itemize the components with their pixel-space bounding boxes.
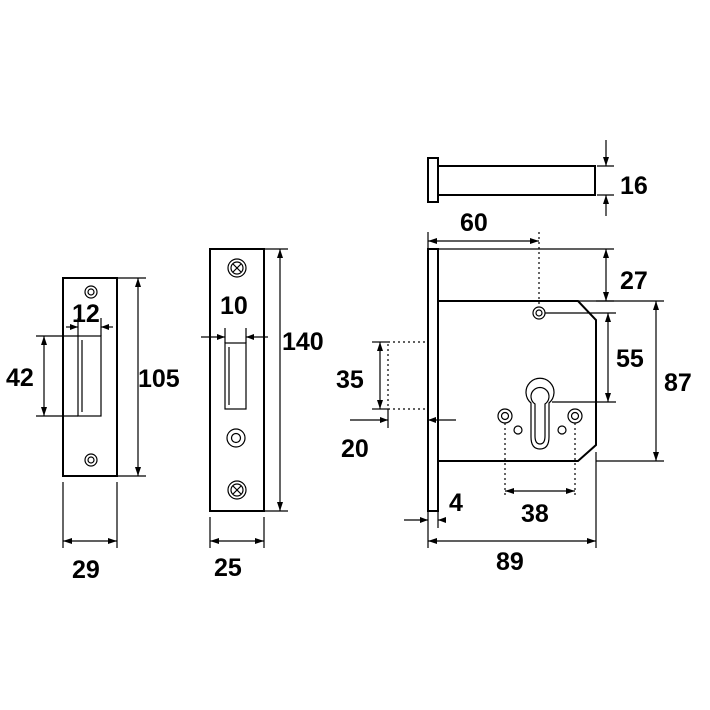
dim-4-label: 4 (449, 489, 463, 517)
dim-38-line (504, 423, 576, 497)
dim-42-label: 42 (6, 364, 34, 392)
dim-42-line (36, 335, 78, 417)
dim-35-line (372, 341, 388, 410)
forend-plate (209, 248, 265, 512)
dim-55-line (545, 312, 616, 403)
dim-20-label: 20 (341, 435, 369, 463)
dim-16-line (597, 140, 614, 216)
dim-29-line (62, 482, 118, 548)
dim-20-line (350, 409, 456, 428)
dim-60-label: 60 (460, 209, 488, 237)
dim-12-label: 12 (72, 300, 100, 328)
dim-27-label: 27 (620, 267, 648, 295)
spindle-pin (427, 157, 596, 203)
lock-body (387, 248, 597, 512)
dim-89-line (428, 452, 597, 548)
dim-35-label: 35 (336, 366, 364, 394)
dim-27-line (438, 248, 614, 302)
dim-12-line (66, 318, 113, 336)
dim-29-label: 29 (72, 556, 100, 584)
dim-38-label: 38 (521, 500, 549, 528)
strike-plate (62, 277, 118, 477)
dim-87-label: 87 (664, 369, 692, 397)
dim-60-line (427, 232, 539, 249)
dim-4-line (404, 511, 446, 548)
dim-105-line (117, 277, 146, 477)
dim-25-label: 25 (214, 554, 242, 582)
dim-10-label: 10 (220, 292, 248, 320)
dim-105-label: 105 (138, 365, 180, 393)
dim-140-label: 140 (282, 328, 324, 356)
dim-16-label: 16 (620, 172, 648, 200)
dim-25-line (209, 517, 265, 548)
dim-87-line (596, 300, 664, 462)
dim-140-line (264, 248, 288, 512)
dim-55-label: 55 (616, 345, 644, 373)
dim-10-line (201, 328, 268, 343)
dim-89-label: 89 (496, 548, 524, 576)
